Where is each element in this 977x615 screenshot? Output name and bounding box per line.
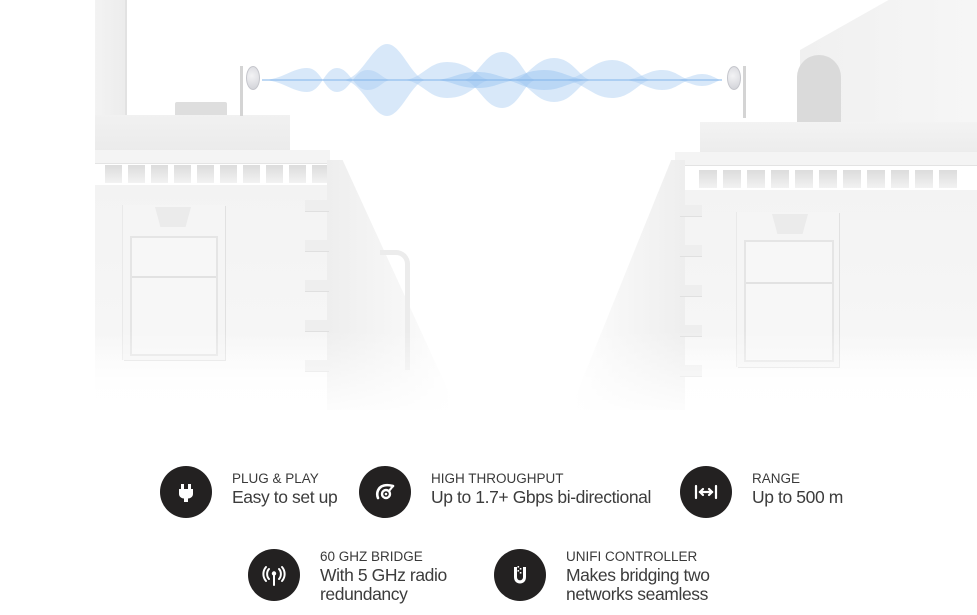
antenna-pole (743, 66, 746, 118)
right-building-arch (797, 55, 841, 125)
feature-plug-and-play: PLUG & PLAY Easy to set up (160, 466, 338, 518)
feature-description: Up to 1.7+ Gbps bi-directional (431, 487, 652, 507)
antenna-dish (246, 66, 260, 90)
unifi-logo-icon (494, 549, 546, 601)
right-building-fade (570, 330, 977, 440)
wireless-antenna-icon (248, 549, 300, 601)
hero-illustration (95, 0, 977, 440)
left-building-keystone (155, 207, 191, 227)
feature-description: Up to 500 m (752, 487, 843, 507)
feature-description-line2: networks seamless (566, 584, 709, 604)
feature-title: RANGE (752, 471, 801, 486)
wireless-signal-wave (262, 44, 722, 116)
feature-high-throughput: HIGH THROUGHPUT Up to 1.7+ Gbps bi-direc… (359, 466, 651, 518)
left-building-pipe (380, 250, 410, 370)
right-building (570, 0, 977, 440)
antenna-pole (240, 66, 243, 116)
speedometer-icon (359, 466, 411, 518)
right-antenna (716, 62, 750, 118)
feature-60ghz-bridge: 60 GHz BRIDGE With 5 GHz radio redundanc… (248, 549, 447, 604)
feature-title: HIGH THROUGHPUT (431, 471, 564, 486)
left-building-dentils (95, 165, 330, 185)
feature-range: RANGE Up to 500 m (680, 466, 843, 518)
antenna-dish (727, 66, 741, 90)
left-antenna (234, 62, 264, 118)
range-arrows-icon (680, 466, 732, 518)
feature-description: With 5 GHz radio redundancy (320, 566, 447, 604)
right-building-dentils (675, 170, 977, 190)
feature-description: Makes bridging two networks seamless (566, 566, 710, 604)
feature-title: 60 GHz BRIDGE (320, 549, 423, 564)
feature-description: Easy to set up (232, 487, 338, 507)
left-building-roof (95, 115, 290, 151)
right-building-keystone (772, 214, 808, 234)
plug-icon (160, 466, 212, 518)
left-building-cornice (95, 150, 330, 164)
left-building-fade (95, 330, 515, 440)
feature-description-line1: Makes bridging two (566, 565, 710, 585)
right-building-roof (700, 122, 977, 154)
left-building (95, 0, 515, 440)
feature-description-line2: redundancy (320, 584, 408, 604)
feature-title: PLUG & PLAY (232, 471, 319, 486)
feature-description-line1: With 5 GHz radio (320, 565, 447, 585)
right-building-cornice (675, 152, 977, 166)
feature-unifi-controller: UNIFI CONTROLLER Makes bridging two netw… (494, 549, 710, 604)
rooftop-box (175, 102, 227, 116)
feature-title: UNIFI CONTROLLER (566, 549, 698, 564)
left-building-tower (95, 0, 127, 118)
